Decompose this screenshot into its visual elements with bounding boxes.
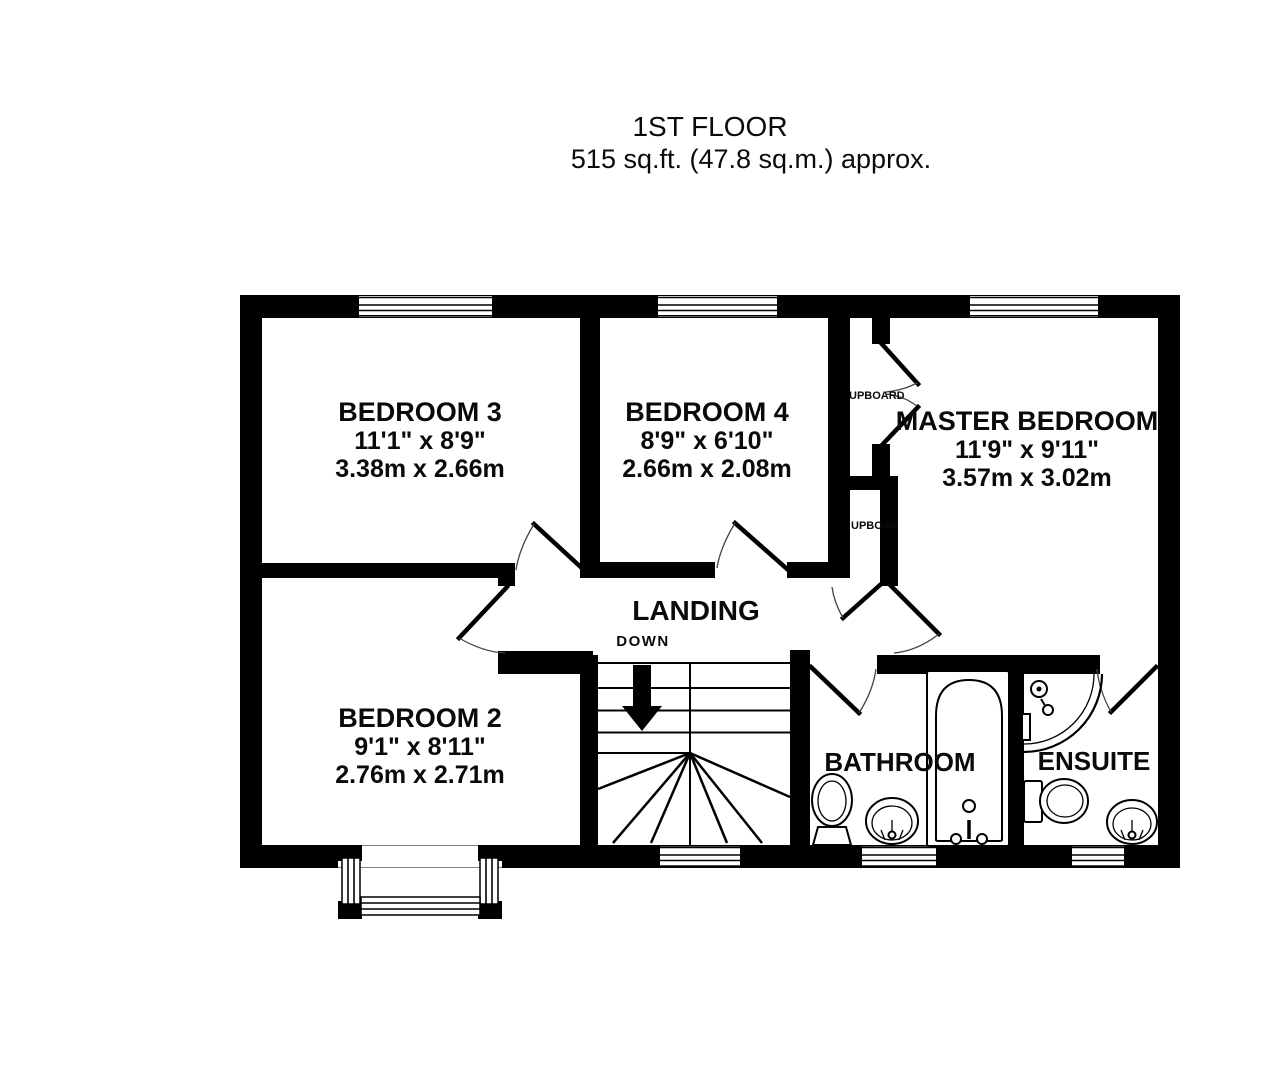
sink-ensuite-icon [1106,799,1158,845]
door-ensuite [1096,663,1160,716]
window-bedroom3-top [359,296,492,317]
room-label-bedroom4: BEDROOM 4 8'9" x 6'10" 2.66m x 2.08m [622,397,792,483]
floor-area-subtitle: 515 sq.ft. (47.8 sq.m.) approx. [571,144,931,174]
bay-window-bedroom2 [338,845,502,919]
wall-stairs-left [580,655,598,845]
wall-bed4-bottom [593,562,715,578]
door-bathroom [807,663,877,717]
door-bedroom4 [716,519,791,573]
door-cupboard-upper-bifold [877,339,922,450]
room-label-master-bedroom: MASTER BEDROOM 11'9" x 9'11" 3.57m x 3.0… [896,406,1159,492]
bedroom2-name: BEDROOM 2 [338,703,502,733]
wall-bed2-door-jamb-top [498,563,515,586]
window-ensuite-bottom [1072,846,1124,867]
wall-ensuite-top [1024,655,1100,674]
wall-bed4-door-jamb [787,562,833,578]
wall-bed4-cupboard-divider [828,318,850,578]
wall-bed3-bottom [240,563,515,578]
bedroom3-dims-ft: 11'1" x 8'9" [354,427,486,455]
room-label-bedroom2: BEDROOM 2 9'1" x 8'11" 2.76m x 2.71m [335,703,505,789]
down-arrow-icon [622,665,662,731]
floor-title: 1ST FLOOR [632,111,787,142]
wall-cupboard2-right [880,476,898,586]
cupboard-upper-label: UPBOARD [849,390,905,402]
bedroom4-name: BEDROOM 4 [625,397,789,427]
wall-left [240,295,262,868]
window-bedroom4-top [658,296,777,317]
room-label-bathroom: BATHROOM [824,747,975,777]
sink-bathroom-icon [865,797,919,845]
bedroom4-dims-ft: 8'9" x 6'10" [641,427,774,455]
cupboard-lower-label: UPBOAR [851,520,899,532]
toilet-bathroom-icon [811,773,853,846]
wall-landing-southwest [498,651,593,674]
wall-bath-ensuite-divider [1008,655,1024,845]
door-cupboard-lower [831,581,884,622]
window-master-top [970,296,1098,317]
bedroom2-dims-ft: 9'1" x 8'11" [354,733,486,761]
wall-stairs-right [790,650,810,845]
shower-ensuite-icon [1021,673,1104,754]
door-bedroom3 [515,520,589,575]
bathtub-icon [926,670,1010,847]
down-label: DOWN [616,633,670,650]
wall-cupboard-top-stub [872,318,890,344]
staircase [597,662,791,845]
window-stairs-bottom [660,846,740,867]
room-label-bedroom3: BEDROOM 3 11'1" x 8'9" 3.38m x 2.66m [335,397,505,483]
door-bedroom2 [455,583,511,654]
master-name: MASTER BEDROOM [896,406,1159,436]
door-master-bedroom [887,582,943,654]
wall-right [1158,295,1180,868]
room-label-ensuite: ENSUITE [1038,746,1151,776]
wall-bathroom-top [877,655,1010,674]
bedroom3-dims-m: 3.38m x 2.66m [335,455,505,483]
room-label-landing: LANDING [632,595,760,626]
interior-walls [240,318,1100,845]
master-dims-ft: 11'9" x 9'11" [955,436,1099,464]
master-dims-m: 3.57m x 3.02m [942,464,1112,492]
bedroom4-dims-m: 2.66m x 2.08m [622,455,792,483]
window-bathroom-bottom [862,846,936,867]
wall-bed3-bed4-divider [580,318,600,578]
bedroom2-dims-m: 2.76m x 2.71m [335,761,505,789]
toilet-ensuite-icon [1023,778,1089,824]
bedroom3-name: BEDROOM 3 [338,397,502,427]
